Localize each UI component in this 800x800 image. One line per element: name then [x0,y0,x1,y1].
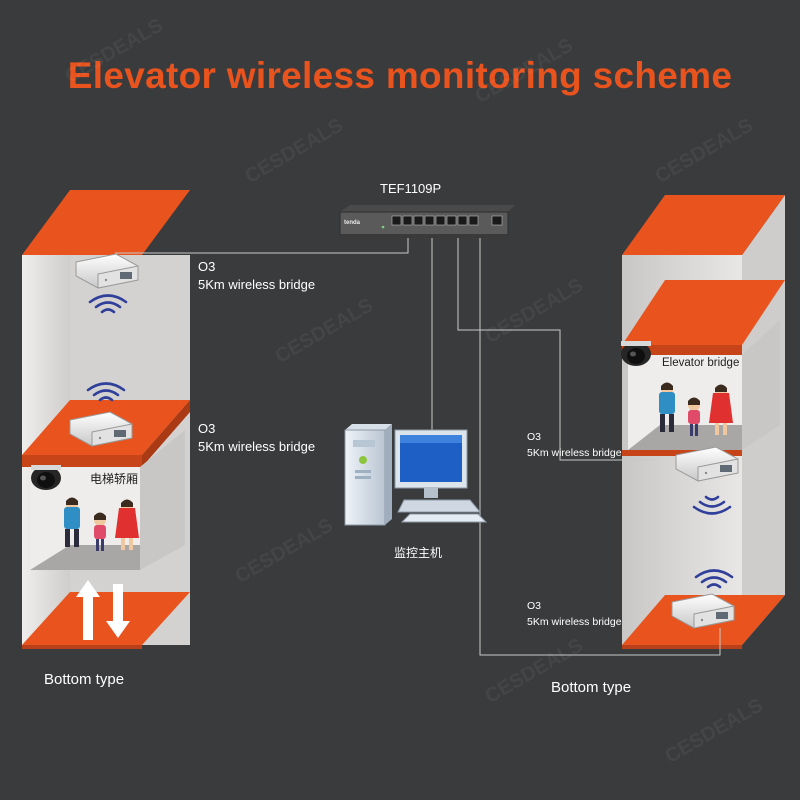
left-top-bridge-model: O3 [198,259,216,274]
page-title: Elevator wireless monitoring scheme [67,55,733,96]
right-family-icon [659,382,733,436]
switch-brand: tenda [344,220,361,226]
right-caption: Bottom type [551,679,632,696]
left-top-bridge-desc: 5Km wireless bridge [198,277,316,292]
right-shaft-top-slab [622,195,785,255]
right-car-bridge-model: O3 [527,431,542,443]
switch-ports [391,215,503,226]
left-family-icon [64,497,139,551]
left-car-label: 电梯轿厢 [90,472,139,486]
right-car-bridge-desc: 5Km wireless bridge [527,447,622,459]
host-label: 监控主机 [394,546,443,560]
left-shaft-top-slab [22,190,190,255]
right-elevator-shaft [622,195,785,649]
left-car-interior [30,467,140,570]
network-switch: tenda [339,205,515,238]
left-camera-icon [31,465,61,490]
left-car-bridge-desc: 5Km wireless bridge [198,439,316,454]
left-car-bridge-model: O3 [198,421,216,436]
up-down-arrows-icon [76,580,130,640]
right-car-label: Elevator bridge [662,357,740,369]
switch-model-label: TEF1109P [380,181,442,196]
left-caption: Bottom type [44,671,125,688]
right-car-roof [622,280,785,345]
right-bottom-bridge-desc: 5Km wireless bridge [527,616,622,628]
right-bottom-bridge-model: O3 [527,600,542,612]
left-shaft-bottom-slab [22,592,190,645]
right-camera-icon [621,341,651,366]
monitoring-host-icon [344,424,488,526]
